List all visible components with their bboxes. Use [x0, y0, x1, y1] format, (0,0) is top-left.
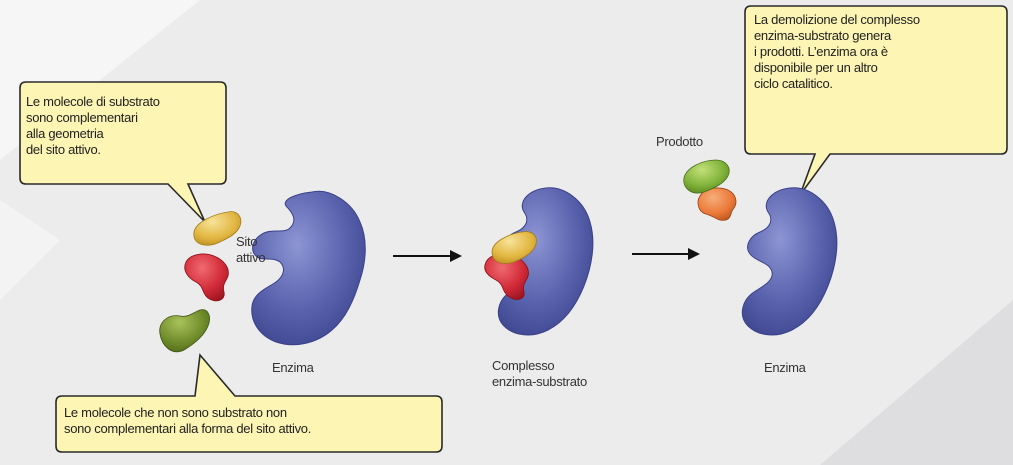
enzyme-right [741, 187, 838, 336]
callout-breakdown-line: ciclo catalitico. [754, 76, 833, 91]
callout-breakdown-line: enzima-substrato genera [754, 28, 891, 43]
callout-non-substrate-bubble [55, 353, 443, 453]
callout-substrate-line: del sito attivo. [26, 142, 101, 157]
substrate-yellow-left [193, 211, 242, 246]
label-active-site-line: Sito [236, 234, 258, 249]
callout-substrate-line: sono complementari [26, 110, 138, 125]
label-complex-line: Complesso [492, 358, 555, 373]
callout-breakdown-text: La demolizione del complesso enzima-subs… [754, 12, 920, 92]
enzyme-left [251, 190, 366, 346]
callout-breakdown-line: i prodotti. L’enzima ora è [754, 44, 888, 59]
complex-substrate-yellow [491, 231, 537, 264]
callout-substrate-line: alla geometria [26, 126, 104, 141]
arrow-2 [632, 248, 700, 260]
non-substrate-green [159, 309, 210, 353]
product-green [683, 159, 730, 194]
callout-breakdown-bubble [744, 5, 1008, 196]
label-active-site: Sito attivo [236, 234, 266, 266]
label-active-site-line: attivo [236, 250, 266, 265]
substrate-red-left [184, 253, 229, 302]
callout-substrate-line: Le molecole di substrato [26, 94, 160, 109]
callout-non-substrate-line: Le molecole che non sono substrato non [64, 405, 287, 420]
label-enzyme-right: Enzima [764, 360, 806, 375]
callout-breakdown-line: La demolizione del complesso [754, 12, 920, 27]
callout-non-substrate-line: sono complementari alla forma del sito a… [64, 421, 312, 436]
callout-substrate-text: Le molecole di substrato sono complement… [26, 94, 160, 158]
label-complex-line: enzima-substrato [492, 374, 587, 389]
product-orange [697, 187, 737, 221]
callout-breakdown-line: disponibile per un altro [754, 60, 878, 75]
label-enzyme-left: Enzima [272, 360, 314, 375]
callout-substrate-bubble [19, 81, 227, 223]
callout-non-substrate-text: Le molecole che non sono substrato non s… [64, 405, 311, 437]
label-product: Prodotto [656, 134, 703, 149]
label-complex: Complesso enzima-substrato [492, 358, 587, 390]
arrow-1 [393, 250, 462, 262]
